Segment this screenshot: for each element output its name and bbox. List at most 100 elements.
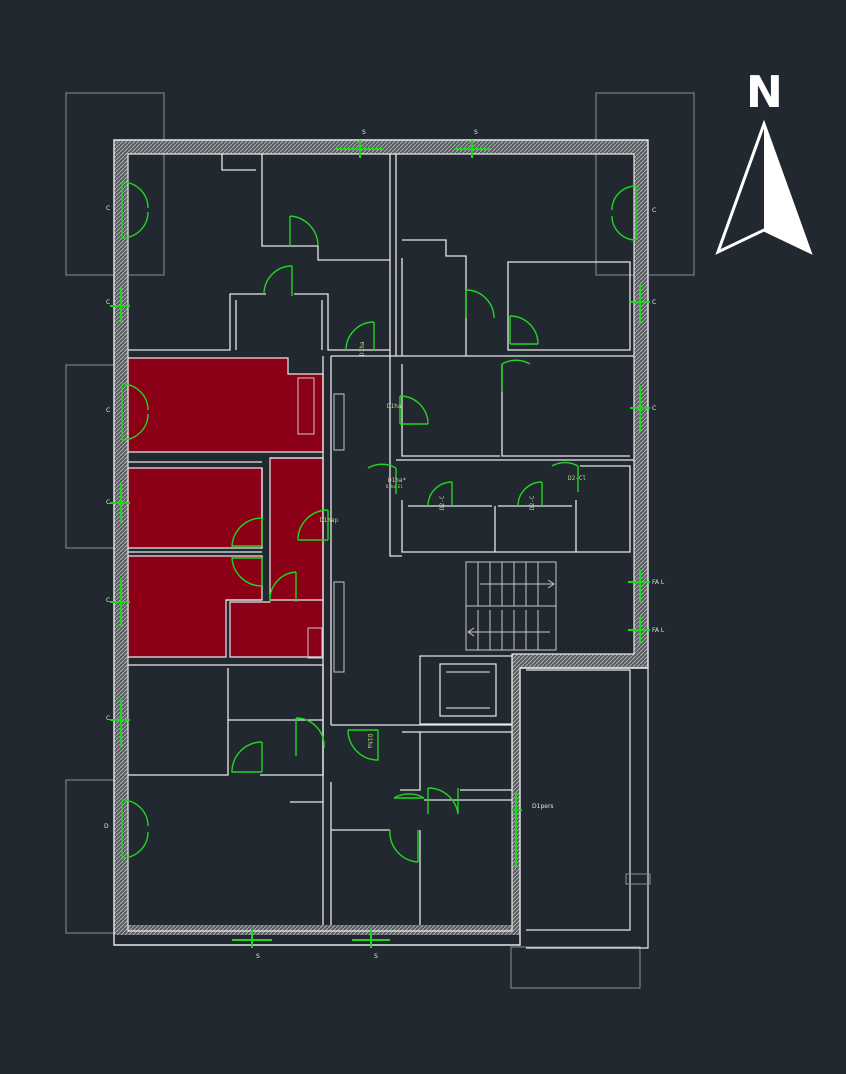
window-east-2 xyxy=(630,284,650,324)
s-room-2 xyxy=(400,731,513,791)
door-d4[interactable] xyxy=(427,481,453,507)
label-win-w3: C xyxy=(106,407,110,414)
stair-arrow-up xyxy=(480,579,555,589)
door-d1[interactable] xyxy=(345,321,375,351)
doors xyxy=(121,181,637,863)
window-east-3 xyxy=(630,386,650,432)
duct-1 xyxy=(333,393,345,451)
south-west-unit xyxy=(128,664,323,776)
label-win-w2: C xyxy=(106,299,110,306)
exterior-walls xyxy=(113,139,651,949)
door-ne-1[interactable] xyxy=(465,289,495,319)
staircase xyxy=(465,561,557,651)
door-s-1[interactable] xyxy=(427,787,459,815)
label-win-w4: C xyxy=(106,499,110,506)
windows xyxy=(110,140,650,948)
door-w-bath[interactable] xyxy=(269,571,297,603)
elevator-outer xyxy=(419,655,513,725)
door-d5[interactable] xyxy=(517,481,543,507)
label-door-d8: D1ha xyxy=(366,734,373,749)
label-top-win-left: S xyxy=(362,129,366,136)
mid-row-box xyxy=(401,465,631,553)
label-door-d9: D1pers xyxy=(532,803,554,810)
north-letter: N xyxy=(746,67,783,118)
nw-room-inner xyxy=(235,300,323,350)
east-corridor-wall xyxy=(389,356,402,557)
north-west-partition xyxy=(261,154,390,261)
label-win-e3: C xyxy=(652,405,656,412)
door-d6[interactable] xyxy=(551,461,579,492)
duct-2 xyxy=(333,581,345,673)
window-west-5 xyxy=(110,578,130,628)
label-win-e4: FA L xyxy=(652,579,665,586)
balcony-door-nw[interactable] xyxy=(121,181,149,239)
window-west-6 xyxy=(110,698,130,746)
balcony-west-middle xyxy=(65,364,117,549)
door-d3[interactable] xyxy=(367,463,397,494)
door-w-bed2[interactable] xyxy=(231,557,263,587)
balcony-door-w3[interactable] xyxy=(121,383,149,441)
elevator-car xyxy=(439,663,497,717)
window-bottom-right xyxy=(352,930,390,948)
label-bottom-win-right: S xyxy=(374,953,378,960)
balcony-door-ne[interactable] xyxy=(611,185,637,241)
sw-main-room xyxy=(290,782,332,925)
elevator-shaft xyxy=(419,655,513,725)
window-top-left xyxy=(336,140,384,158)
label-win-w5: C xyxy=(106,597,110,604)
label-door-d3-sub: D1ha El xyxy=(386,484,403,489)
label-door-d4: D2-C xyxy=(439,495,446,510)
door-sw-2[interactable] xyxy=(231,741,263,773)
label-top-win-right: S xyxy=(474,129,478,136)
label-door-d1: D1ha xyxy=(359,341,366,356)
plan-labels: S S C C C C C C D C C C FA L FA L S S D1… xyxy=(104,129,665,960)
window-bottom-left xyxy=(232,930,272,948)
door-nw-1[interactable] xyxy=(289,215,319,247)
label-bottom-win-left: S xyxy=(256,953,260,960)
door-s-3[interactable] xyxy=(389,829,419,863)
duct-4 xyxy=(307,627,323,659)
interior-walls xyxy=(128,154,634,925)
window-annex xyxy=(512,792,522,868)
door-s-2[interactable] xyxy=(393,793,425,799)
label-win-e2: C xyxy=(652,299,656,306)
label-win-w8: D xyxy=(104,823,109,830)
stair-frame xyxy=(465,561,557,651)
exterior-wall-hatch xyxy=(114,140,648,935)
label-door-d5: D2-C xyxy=(529,495,536,510)
window-west-4 xyxy=(110,484,130,522)
highlighted-apartment[interactable] xyxy=(127,357,324,658)
annex-outline xyxy=(520,667,649,949)
door-d7[interactable] xyxy=(297,509,329,541)
north-arrow-fill xyxy=(764,124,810,252)
window-west-2 xyxy=(110,288,130,324)
label-win-e1: C xyxy=(652,207,656,214)
elevator-rails xyxy=(446,671,490,709)
door-sw-1[interactable] xyxy=(295,717,325,756)
door-ne-2[interactable] xyxy=(509,315,539,345)
terrace-south-east xyxy=(510,946,641,989)
balcony-door-w8[interactable] xyxy=(121,799,149,859)
annex-notch xyxy=(625,873,651,885)
stair-treads-lower xyxy=(477,610,539,650)
window-east-5 xyxy=(628,616,650,644)
label-door-d6: D2-Cl xyxy=(568,475,586,482)
door-w-bed[interactable] xyxy=(231,517,263,547)
ne-room-box xyxy=(507,261,631,351)
door-d2[interactable] xyxy=(399,395,429,425)
central-divider-north xyxy=(389,154,397,356)
stair-arrow-down xyxy=(467,627,550,637)
west-unit-divider-1 xyxy=(128,457,323,463)
window-east-4 xyxy=(628,570,650,602)
window-top-right xyxy=(454,140,490,158)
door-d8[interactable] xyxy=(347,729,379,761)
label-win-e5: FA L xyxy=(652,627,665,634)
door-nw-2[interactable] xyxy=(263,265,293,296)
s-room-1 xyxy=(331,829,421,925)
exterior-wall-inner xyxy=(127,153,635,932)
label-door-d7: D1hap xyxy=(320,517,338,524)
label-win-w6: C xyxy=(106,715,110,722)
door-ne-3[interactable] xyxy=(501,359,531,392)
ne-rooms xyxy=(401,239,467,356)
